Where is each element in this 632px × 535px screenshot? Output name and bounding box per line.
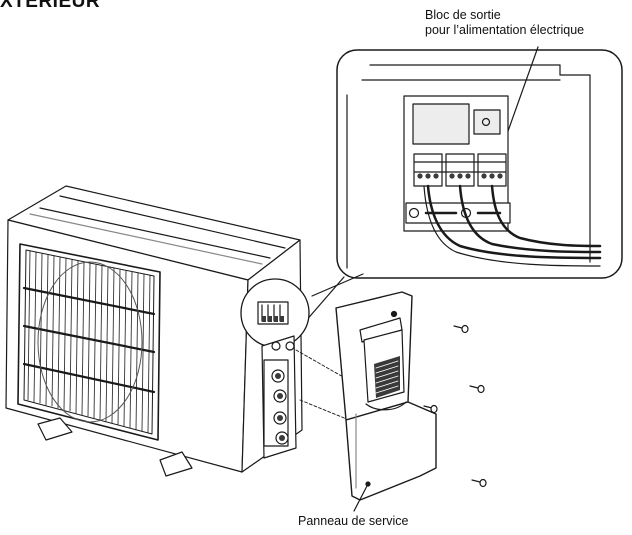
screw-icon: [469, 384, 485, 394]
page-title: XTÉRIEUR: [0, 0, 101, 12]
fan-grille: [17, 243, 161, 441]
outlet-block-label-line2: pour l’alimentation électrique: [425, 23, 585, 37]
service-panel-label: Panneau de service: [298, 514, 409, 528]
service-valves: [261, 335, 297, 459]
outlet-block-callout: Bloc de sortie pour l’alimentation élect…: [425, 8, 584, 38]
service-panel-leader-dot: [365, 481, 371, 487]
screw-icon: [453, 324, 469, 334]
screw-icon: [471, 478, 487, 488]
outlet-block-label-line1: Bloc de sortie: [425, 8, 501, 22]
screw-icon: [423, 404, 438, 414]
service-panel-leader-line: [353, 483, 369, 512]
zoom-circle: [240, 278, 310, 348]
service-panel: [335, 291, 437, 501]
removal-guide-lines: [295, 349, 355, 423]
terminal-block: [413, 153, 507, 187]
inset-magnified-view: [336, 49, 623, 279]
